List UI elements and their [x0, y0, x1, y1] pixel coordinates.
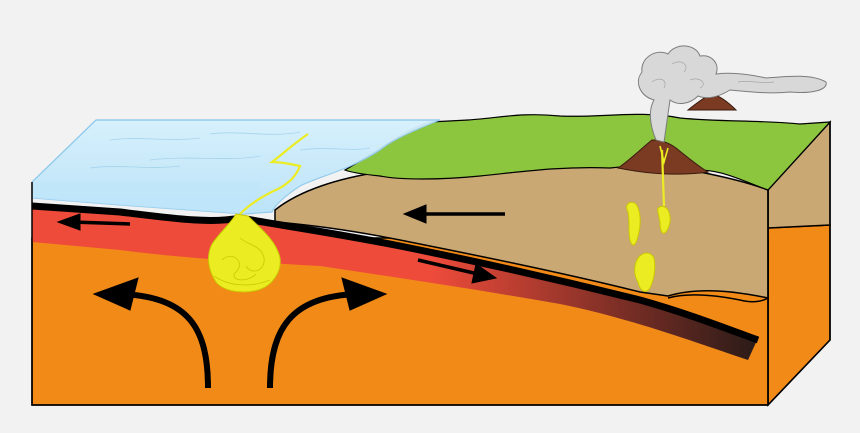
mantle-lower-boundary — [667, 294, 769, 303]
plate-motion-arrows — [56, 204, 505, 284]
arrow-slab-down — [417, 258, 479, 276]
wave-lines — [89, 131, 371, 169]
magma-blob-3 — [634, 252, 656, 292]
block-right-side-mantle — [767, 224, 831, 407]
ridge-fissure — [239, 133, 309, 215]
land-surface — [343, 113, 832, 191]
mantle-convection-arrows — [92, 277, 388, 389]
plume-texture — [651, 61, 775, 89]
arrow-continent-left-head — [402, 204, 427, 224]
magma-blob-1 — [626, 201, 641, 246]
ocean-front-face — [32, 182, 260, 214]
arrow-ocean-plate-left — [71, 220, 131, 226]
ridge-magma — [208, 213, 281, 293]
arrow-ocean-plate-left-head — [56, 213, 81, 231]
convection-arrow-right-head — [341, 277, 388, 311]
subducting-slab — [31, 202, 760, 344]
volcano-conduit — [660, 149, 666, 207]
ocean-surface-edge — [31, 119, 440, 183]
convection-arrow-left-head — [92, 277, 139, 311]
arrow-slab-down-head — [471, 263, 498, 284]
magma-blob-2 — [657, 205, 671, 234]
convection-arrow-right — [267, 291, 359, 389]
ridge-magma-swirl — [213, 237, 271, 286]
convection-arrow-left — [119, 291, 211, 389]
volcano-lava — [659, 145, 669, 166]
